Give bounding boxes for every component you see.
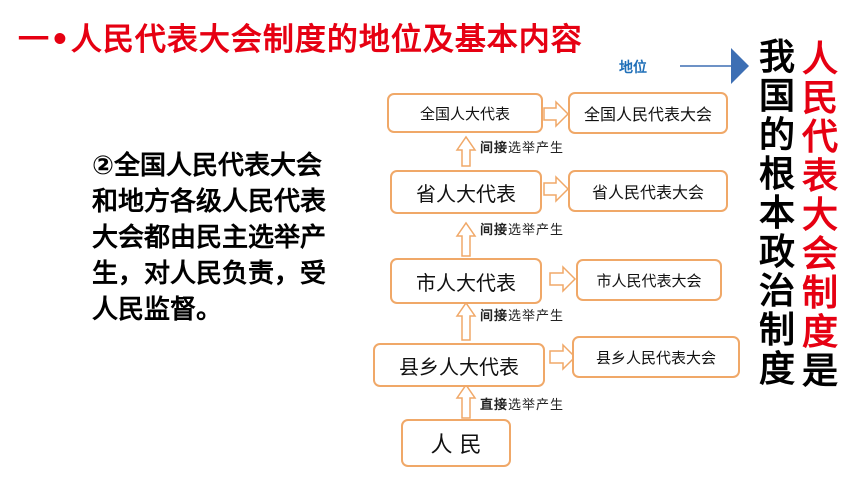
congress-box-county: 县乡人民代表大会: [572, 336, 740, 378]
page-title: 一•人民代表大会制度的地位及基本内容: [18, 22, 583, 58]
election-note-3: 间接选举产生: [480, 309, 565, 324]
people-box: 人 民: [401, 419, 511, 467]
election-note-4: 直接选举产生: [480, 398, 565, 413]
vertical-red: 人民代表大会制度: [801, 39, 838, 353]
right-arrow-1: [543, 100, 570, 128]
vertical-text-black: 我国的根本政治制度: [757, 38, 797, 389]
election-note-1: 间接选举产生: [480, 141, 565, 156]
congress-box-province: 省人民代表大会: [568, 170, 728, 212]
congress-box-city: 市人民代表大会: [576, 259, 722, 301]
vertical-text-red: 人民代表大会制度 是: [800, 40, 840, 391]
right-arrow-3: [549, 265, 577, 293]
up-arrow-4: [455, 383, 477, 419]
rep-box-national: 全国人大代表: [387, 93, 543, 133]
up-arrow-3: [455, 301, 477, 341]
up-arrow-1: [455, 135, 477, 167]
position-arrow-head: [731, 48, 749, 84]
up-arrow-2: [455, 221, 477, 257]
body-text: ②全国人民代表大会和地方各级人民代表大会都由民主选举产生，对人民负责，受人民监督…: [92, 151, 327, 325]
position-label: 地位: [619, 60, 647, 76]
right-arrow-2: [543, 175, 570, 203]
congress-box-national: 全国人民代表大会: [568, 92, 728, 134]
rep-box-province: 省人大代表: [390, 170, 542, 214]
rep-box-county: 县乡人大代表: [373, 343, 545, 387]
rep-box-city: 市人大代表: [390, 258, 542, 304]
vertical-black-end: 是: [801, 351, 838, 392]
vertical-black-start: 我国的根本政治制度: [758, 37, 795, 390]
right-arrow-4: [549, 343, 577, 371]
election-note-2: 间接选举产生: [480, 223, 565, 238]
